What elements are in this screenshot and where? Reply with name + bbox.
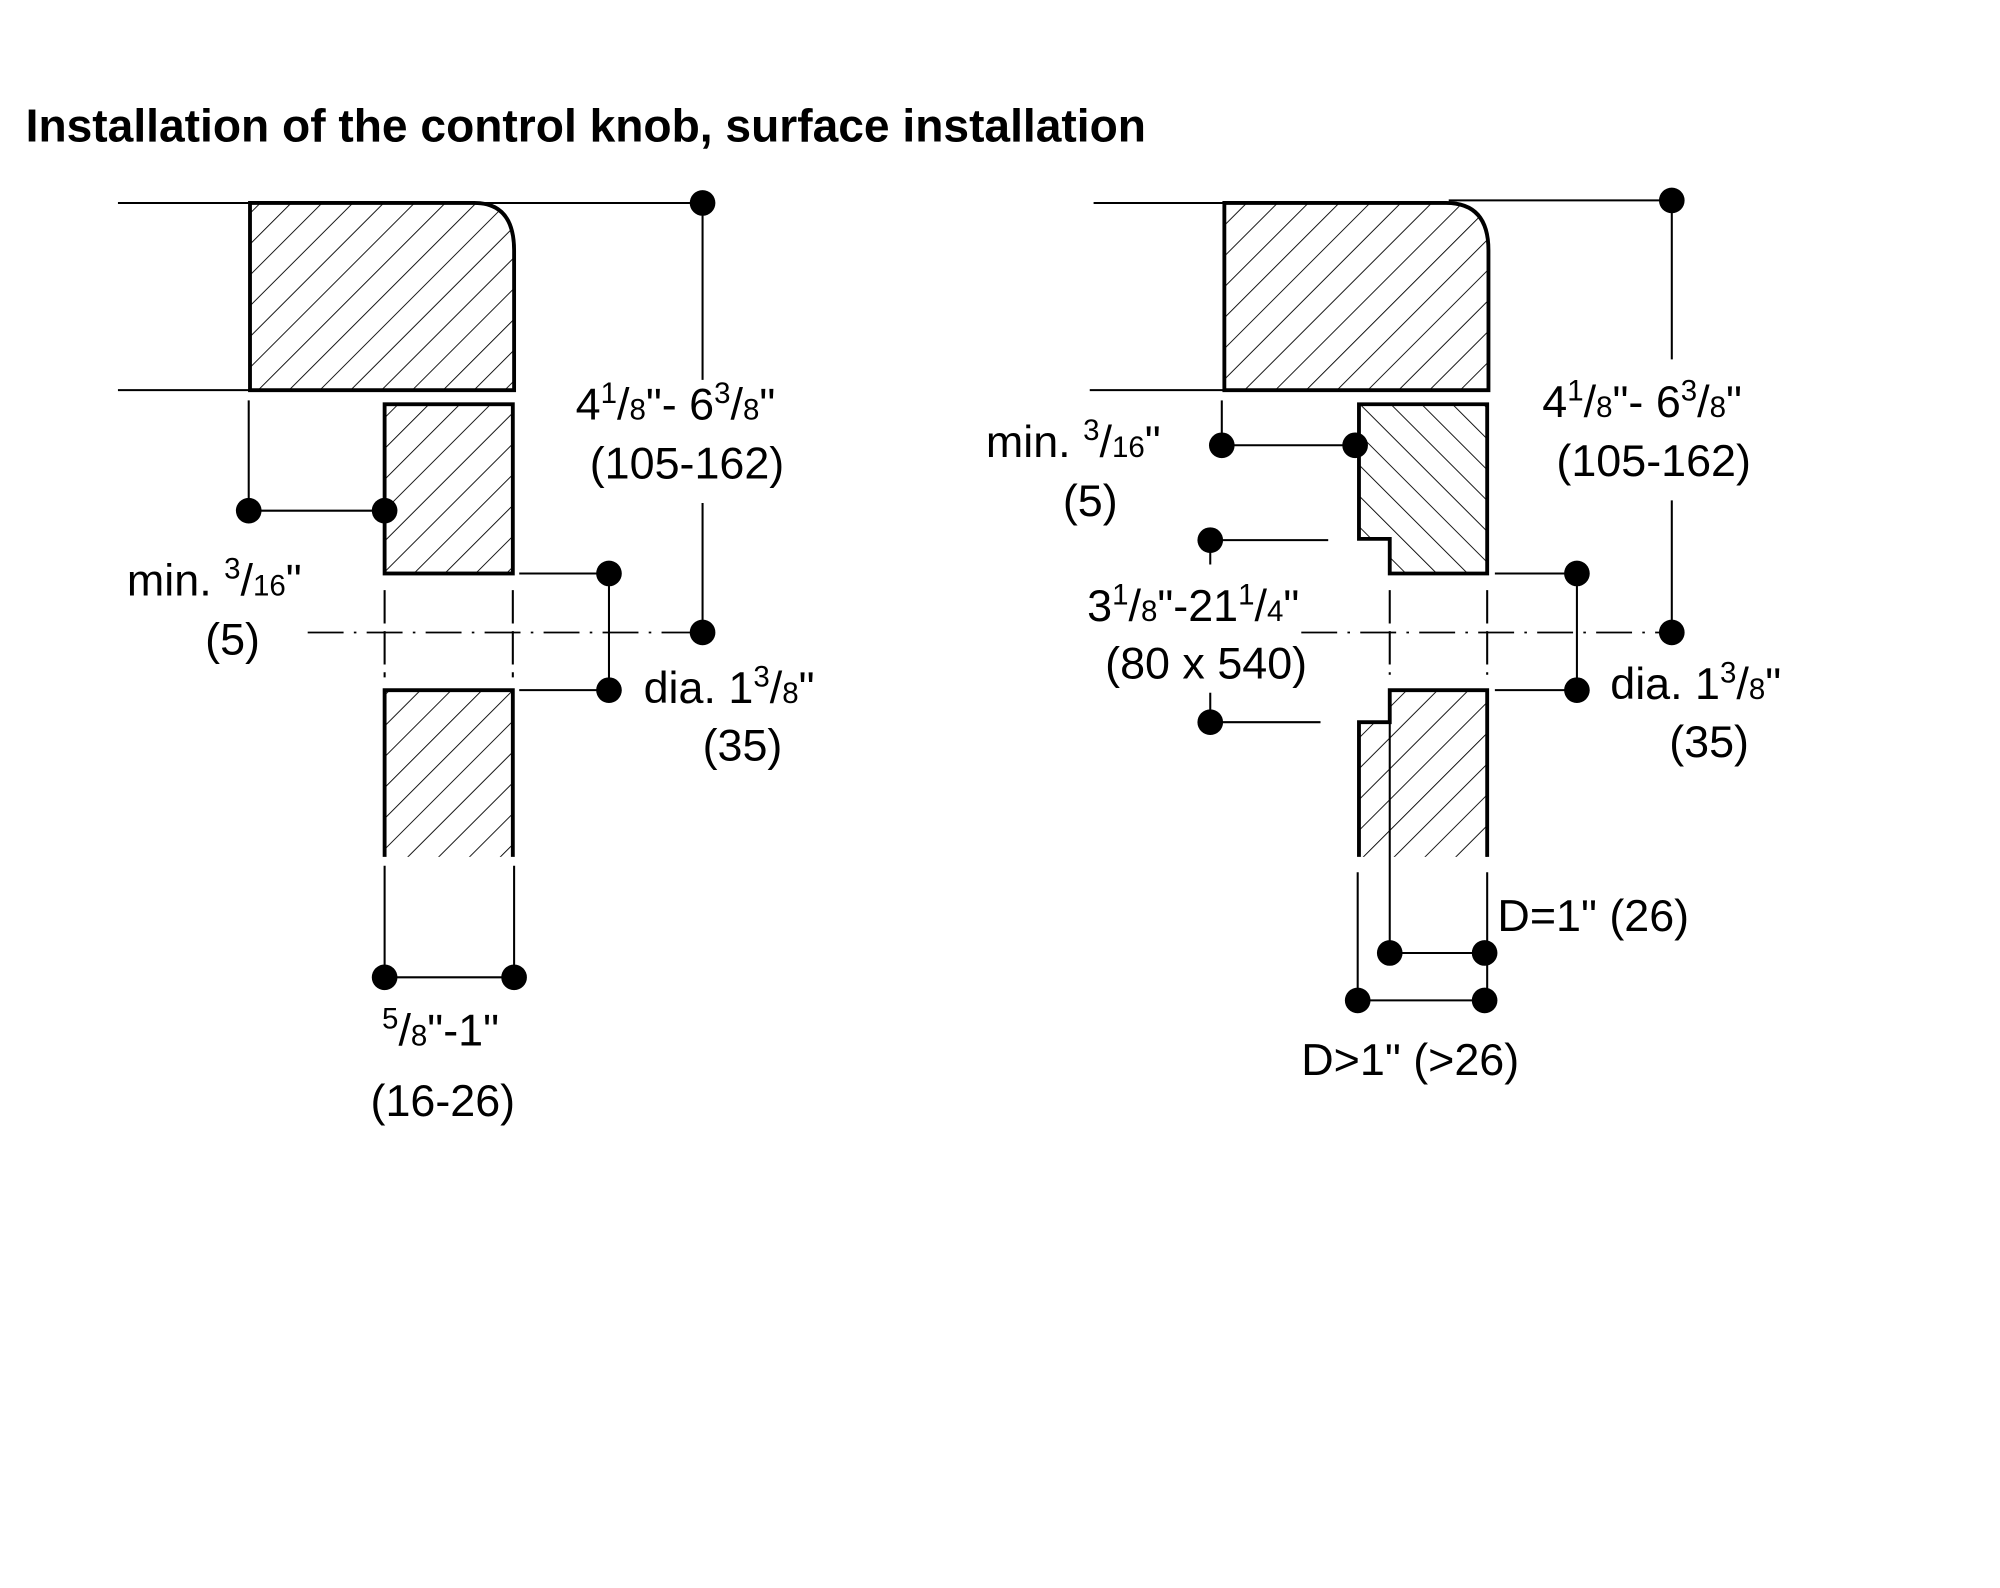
label-text: / bbox=[1129, 580, 1142, 631]
label-text: dia. 1 bbox=[644, 662, 754, 713]
fraction-numerator: 3 bbox=[1681, 374, 1697, 407]
label-text: / bbox=[241, 554, 254, 605]
label-text: / bbox=[1584, 376, 1597, 427]
fraction-denominator: 16 bbox=[253, 569, 286, 602]
label-text: / bbox=[1697, 376, 1710, 427]
label-text: "- 6 bbox=[646, 379, 714, 430]
dimension-dot bbox=[1208, 432, 1235, 459]
dimension-dot bbox=[501, 964, 527, 991]
min-clearance-metric-label: (5) bbox=[205, 613, 260, 664]
fraction-denominator: 8 bbox=[1710, 391, 1726, 424]
label-text: min. bbox=[986, 416, 1083, 467]
fraction-numerator: 1 bbox=[1567, 374, 1583, 407]
label-text: " bbox=[1145, 416, 1161, 467]
min-clearance-label: min. 3/16" bbox=[986, 414, 1161, 467]
fraction-denominator: 8 bbox=[629, 394, 645, 427]
recess-metric-label: (80 x 540) bbox=[1105, 638, 1307, 689]
label-text: 3 bbox=[1087, 580, 1112, 631]
diameter-label: dia. 13/8" bbox=[1610, 656, 1781, 709]
fraction-numerator: 1 bbox=[601, 377, 617, 410]
min-clearance-metric-label: (5) bbox=[1063, 475, 1118, 526]
fraction-denominator: 4 bbox=[1267, 595, 1283, 628]
dimension-dot bbox=[1197, 709, 1224, 736]
dimension-dot bbox=[689, 619, 716, 646]
label-text: "- 6 bbox=[1613, 376, 1681, 427]
label-text: / bbox=[1736, 658, 1749, 709]
label-text: / bbox=[398, 1004, 411, 1055]
label-text: / bbox=[617, 379, 630, 430]
d-greater-label: D>1" (>26) bbox=[1301, 1034, 1519, 1085]
fraction-denominator: 8 bbox=[782, 677, 798, 710]
height-label: 41/8"- 63/8" bbox=[576, 377, 776, 430]
knob-section bbox=[1222, 201, 1491, 393]
right-diagram: 41/8"- 63/8" (105-162) min. 3/16" (5) 31… bbox=[986, 187, 1781, 1085]
dimension-dot bbox=[235, 497, 262, 524]
label-text: / bbox=[770, 662, 783, 713]
label-text: 4 bbox=[1542, 376, 1567, 427]
left-diagram: 41/8"- 63/8" (105-162) min. 3/16" (5) di… bbox=[117, 190, 815, 1126]
fraction-numerator: 3 bbox=[714, 377, 730, 410]
fraction-denominator: 8 bbox=[1141, 595, 1157, 628]
dimension-dot bbox=[1471, 987, 1498, 1014]
label-text: " bbox=[1283, 580, 1299, 631]
label-text: / bbox=[1100, 416, 1113, 467]
page-title: Installation of the control knob, surfac… bbox=[26, 99, 1146, 151]
label-text: " bbox=[1726, 376, 1742, 427]
min-clearance-label: min. 3/16" bbox=[127, 553, 302, 606]
diameter-metric-label: (35) bbox=[1669, 716, 1749, 767]
dimension-dot bbox=[371, 497, 398, 524]
dimension-dot bbox=[1564, 677, 1590, 703]
dimension-dot bbox=[596, 677, 622, 703]
dimension-dot bbox=[596, 560, 622, 587]
dimension-dot bbox=[1471, 940, 1498, 966]
label-text: "-1" bbox=[427, 1004, 499, 1055]
fraction-numerator: 3 bbox=[753, 660, 769, 693]
label-text: " bbox=[759, 379, 775, 430]
label-text: dia. 1 bbox=[1610, 658, 1720, 709]
height-metric-label: (105-162) bbox=[1556, 435, 1751, 486]
recess-label: 31/8"-211/4" bbox=[1087, 578, 1299, 631]
fraction-numerator: 5 bbox=[382, 1003, 398, 1036]
height-label: 41/8"- 63/8" bbox=[1542, 374, 1742, 427]
dimension-dot bbox=[1564, 560, 1590, 587]
dimension-dot bbox=[1197, 527, 1224, 553]
label-text: / bbox=[731, 379, 744, 430]
panel-lower-section bbox=[384, 690, 513, 857]
fraction-denominator: 8 bbox=[1749, 673, 1765, 706]
label-text: " bbox=[1765, 658, 1781, 709]
thickness-metric-label: (16-26) bbox=[371, 1075, 516, 1126]
dimension-dot bbox=[1376, 940, 1403, 966]
fraction-numerator: 3 bbox=[224, 553, 240, 586]
fraction-numerator: 1 bbox=[1112, 578, 1128, 611]
knob-section bbox=[248, 201, 517, 393]
d-equal-label: D=1" (26) bbox=[1497, 890, 1689, 941]
fraction-numerator: 3 bbox=[1083, 414, 1099, 447]
label-text: 4 bbox=[576, 379, 601, 430]
panel-upper-section bbox=[382, 402, 515, 576]
dimension-dot bbox=[1344, 987, 1371, 1014]
panel-lower-section-recessed bbox=[1358, 690, 1488, 857]
dimension-dot bbox=[1342, 432, 1368, 459]
diameter-label: dia. 13/8" bbox=[644, 660, 815, 713]
thickness-label: 5/8"-1" bbox=[382, 1003, 499, 1056]
label-text: " bbox=[286, 554, 302, 605]
fraction-denominator: 8 bbox=[1596, 391, 1612, 424]
fraction-numerator: 3 bbox=[1720, 656, 1736, 689]
fraction-denominator: 8 bbox=[743, 394, 759, 427]
label-text: / bbox=[1255, 580, 1268, 631]
label-text: " bbox=[799, 662, 815, 713]
fraction-denominator: 8 bbox=[411, 1019, 427, 1052]
label-text: min. bbox=[127, 554, 224, 605]
fraction-numerator: 1 bbox=[1238, 578, 1254, 611]
fraction-denominator: 16 bbox=[1112, 431, 1145, 464]
label-text: "-21 bbox=[1157, 580, 1238, 631]
height-metric-label: (105-162) bbox=[590, 438, 785, 489]
diameter-metric-label: (35) bbox=[703, 720, 783, 771]
panel-upper-section-recessed bbox=[1357, 402, 1490, 576]
dimension-dot bbox=[371, 964, 398, 991]
